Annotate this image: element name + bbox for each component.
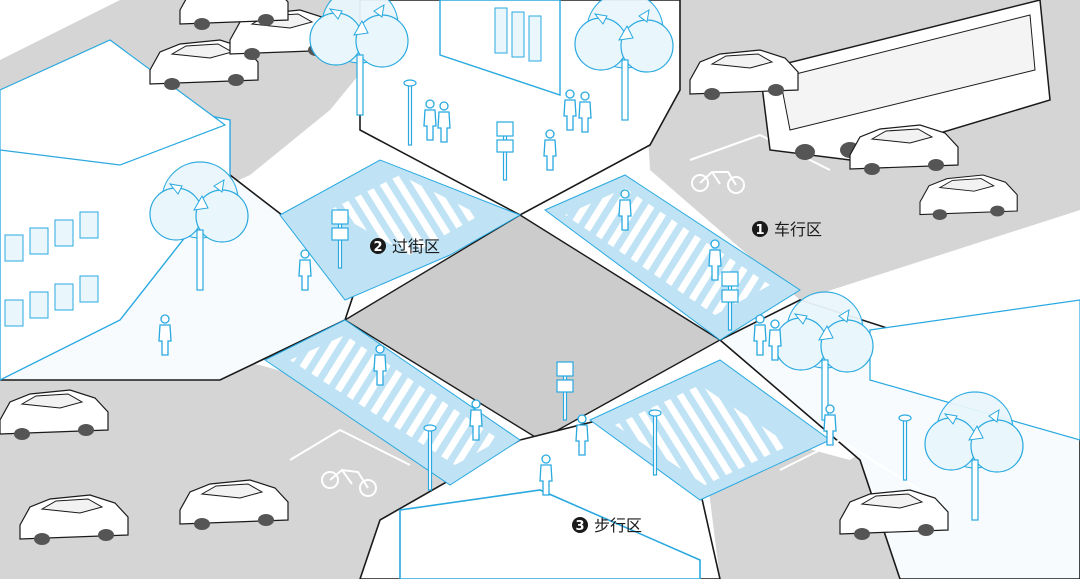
bicycle-icon (321, 171, 745, 497)
zone-label-1: 1 车行区 (752, 220, 822, 239)
bus-icon (759, 0, 1051, 161)
zone-label-text-1: 车行区 (774, 220, 822, 239)
zone-number-1: 1 (755, 223, 764, 238)
zone-label-text-3: 步行区 (594, 516, 642, 535)
zone-number-3: 3 (575, 519, 584, 534)
zone-label-3: 3 步行区 (572, 516, 642, 535)
zone-label-text-2: 过街区 (392, 237, 440, 256)
zone-number-2: 2 (373, 240, 382, 255)
zone-label-2: 2 过街区 (370, 237, 440, 256)
